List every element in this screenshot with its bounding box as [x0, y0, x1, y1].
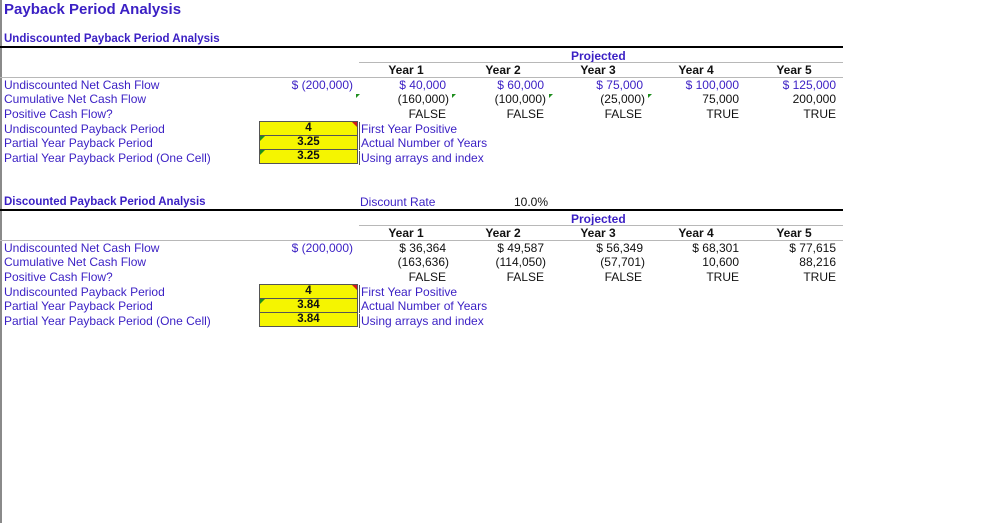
positive-cell[interactable]: FALSE — [506, 270, 544, 284]
comment-marker — [648, 94, 652, 98]
row-label: Cumulative Net Cash Flow — [4, 92, 147, 106]
cumulative-cell[interactable]: (163,636) — [397, 255, 449, 269]
header-rule — [359, 225, 843, 226]
payback-period-cell[interactable]: 4 — [259, 121, 358, 136]
year-header: Year 2 — [485, 226, 521, 240]
cumulative-cell[interactable]: 75,000 — [702, 92, 739, 106]
positive-cell[interactable]: TRUE — [803, 270, 836, 284]
positive-cell[interactable]: TRUE — [803, 107, 836, 121]
payback-period-value: 4 — [305, 122, 312, 134]
year-header: Year 2 — [485, 63, 521, 77]
note-arrays-index: Using arrays and index — [359, 314, 484, 328]
row-label: Undiscounted Payback Period — [4, 122, 165, 136]
note-first-year-positive: First Year Positive — [359, 285, 458, 299]
discount-rate-label: Discount Rate — [360, 195, 436, 209]
cumulative-cell[interactable]: (100,000) — [494, 92, 546, 106]
cumulative-cell[interactable]: (160,000) — [397, 92, 449, 106]
header-bottom-rule — [0, 77, 843, 78]
cumulative-cell[interactable]: (25,000) — [600, 92, 645, 106]
cumulative-cell[interactable]: (57,701) — [600, 255, 645, 269]
initial-investment[interactable]: $ (200,000) — [291, 78, 353, 92]
header-rule — [359, 62, 843, 63]
comment-marker-icon — [260, 150, 265, 155]
row-label: Cumulative Net Cash Flow — [4, 255, 147, 269]
positive-cell[interactable]: FALSE — [604, 270, 642, 284]
cumulative-cell[interactable]: 10,600 — [702, 255, 739, 269]
row-label: Partial Year Payback Period — [4, 299, 153, 313]
cash-flow-cell[interactable]: $ 60,000 — [497, 78, 544, 92]
positive-cell[interactable]: FALSE — [506, 107, 544, 121]
error-marker-icon — [352, 122, 357, 127]
partial-year-cell[interactable]: 3.84 — [259, 298, 358, 313]
cash-flow-cell[interactable]: $ 77,615 — [789, 241, 836, 255]
year-header: Year 5 — [776, 63, 812, 77]
section-rule — [0, 46, 843, 48]
row-label: Positive Cash Flow? — [4, 107, 113, 121]
positive-cell[interactable]: TRUE — [706, 107, 739, 121]
note-actual-years: Actual Number of Years — [359, 299, 488, 313]
year-header: Year 4 — [678, 63, 714, 77]
cash-flow-cell[interactable]: $ 100,000 — [685, 78, 739, 92]
comment-marker-icon — [260, 136, 265, 141]
note-arrays-index: Using arrays and index — [359, 151, 484, 165]
initial-investment[interactable]: $ (200,000) — [291, 241, 353, 255]
row-label: Partial Year Payback Period — [4, 136, 153, 150]
section-title-discounted: Discounted Payback Period Analysis — [4, 196, 206, 208]
year-header: Year 3 — [580, 226, 616, 240]
cash-flow-cell[interactable]: $ 56,349 — [596, 241, 643, 255]
year-header: Year 1 — [388, 226, 424, 240]
comment-marker — [452, 94, 456, 98]
page-title: Payback Period Analysis — [4, 1, 182, 18]
cash-flow-cell[interactable]: $ 40,000 — [399, 78, 446, 92]
partial-year-value: 3.84 — [297, 299, 320, 311]
section-rule — [0, 209, 843, 211]
row-label: Undiscounted Net Cash Flow — [4, 78, 160, 92]
row-label: Undiscounted Net Cash Flow — [4, 241, 160, 255]
note-first-year-positive: First Year Positive — [359, 122, 458, 136]
header-bottom-rule — [0, 240, 843, 241]
cash-flow-cell[interactable]: $ 36,364 — [399, 241, 446, 255]
row-label: Positive Cash Flow? — [4, 270, 113, 284]
cash-flow-cell[interactable]: $ 68,301 — [692, 241, 739, 255]
year-header: Year 5 — [776, 226, 812, 240]
row-label: Partial Year Payback Period (One Cell) — [4, 151, 211, 165]
partial-year-one-cell-value: 3.84 — [297, 313, 320, 325]
row-label: Partial Year Payback Period (One Cell) — [4, 314, 211, 328]
payback-period-cell[interactable]: 4 — [259, 284, 358, 299]
cumulative-cell[interactable]: 200,000 — [792, 92, 836, 106]
projected-label: Projected — [571, 212, 626, 226]
cumulative-cell[interactable]: 88,216 — [799, 255, 836, 269]
comment-marker — [549, 94, 553, 98]
year-header: Year 3 — [580, 63, 616, 77]
year-header: Year 4 — [678, 226, 714, 240]
cash-flow-cell[interactable]: $ 49,587 — [497, 241, 544, 255]
row-label: Undiscounted Payback Period — [4, 285, 165, 299]
positive-cell[interactable]: TRUE — [706, 270, 739, 284]
positive-cell[interactable]: FALSE — [604, 107, 642, 121]
positive-cell[interactable]: FALSE — [408, 270, 446, 284]
partial-year-cell[interactable]: 3.25 — [259, 135, 358, 150]
cumulative-cell[interactable]: (114,050) — [495, 255, 546, 269]
comment-marker-icon — [260, 299, 265, 304]
cash-flow-cell[interactable]: $ 75,000 — [596, 78, 643, 92]
comment-marker — [356, 94, 360, 98]
note-actual-years: Actual Number of Years — [359, 136, 488, 150]
error-marker-icon — [352, 285, 357, 290]
sheet-left-border — [0, 0, 2, 523]
partial-year-value: 3.25 — [297, 136, 320, 148]
projected-label: Projected — [571, 49, 626, 63]
section-title-undiscounted: Undiscounted Payback Period Analysis — [4, 33, 220, 45]
partial-year-one-cell[interactable]: 3.84 — [259, 312, 358, 327]
partial-year-one-cell-value: 3.25 — [297, 150, 320, 162]
year-header: Year 1 — [388, 63, 424, 77]
positive-cell[interactable]: FALSE — [408, 107, 446, 121]
cash-flow-cell[interactable]: $ 125,000 — [782, 78, 836, 92]
payback-period-value: 4 — [305, 285, 312, 297]
partial-year-one-cell[interactable]: 3.25 — [259, 149, 358, 164]
discount-rate-value[interactable]: 10.0% — [513, 195, 548, 209]
